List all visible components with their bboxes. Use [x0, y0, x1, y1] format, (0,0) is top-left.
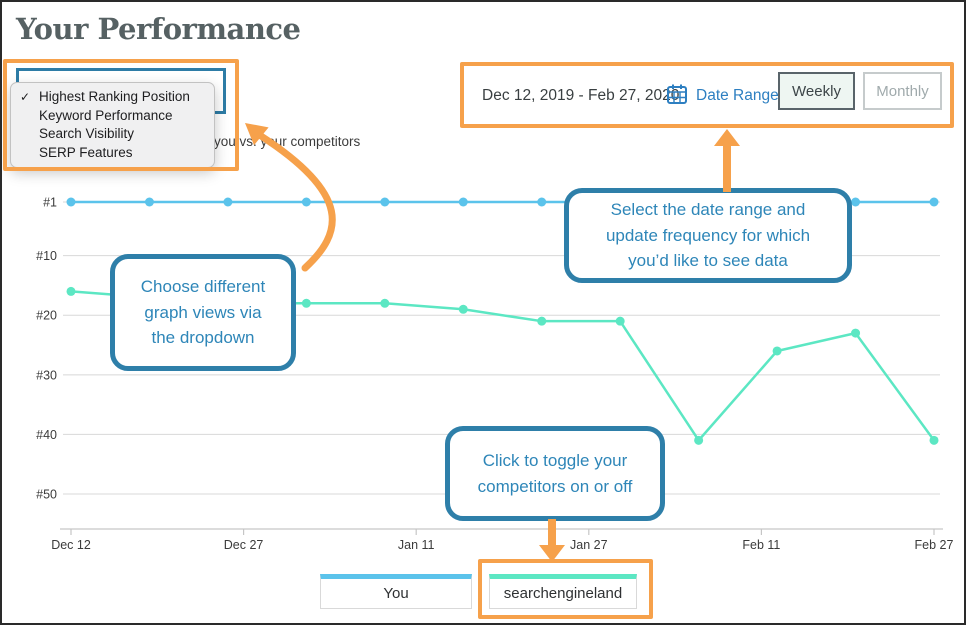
menu-item-keyword-performance[interactable]: Keyword Performance: [11, 107, 214, 126]
data-point: [772, 346, 782, 356]
data-point: [929, 435, 939, 445]
date-range-link[interactable]: Date Range: [696, 87, 779, 104]
svg-text:Jan 27: Jan 27: [570, 538, 608, 552]
menu-item-search-visibility[interactable]: Search Visibility: [11, 125, 214, 144]
date-range-text: Dec 12, 2019 - Feb 27, 2020: [482, 87, 680, 104]
menu-item-label: Keyword Performance: [39, 107, 173, 123]
menu-item-label: Search Visibility: [39, 126, 135, 141]
data-point: [66, 197, 76, 207]
data-point: [223, 197, 233, 207]
data-point: [458, 304, 468, 314]
svg-text:Dec 27: Dec 27: [224, 538, 264, 552]
svg-text:Jan 11: Jan 11: [398, 538, 435, 552]
callout-dropdown-tip: Choose different graph views via the dro…: [110, 254, 296, 371]
data-point: [458, 197, 468, 207]
weekly-button[interactable]: Weekly: [778, 72, 855, 110]
data-point: [301, 197, 311, 207]
chart-subtitle: you vs. your competitors: [214, 134, 361, 149]
data-point: [694, 435, 704, 445]
check-icon: ✓: [20, 90, 31, 104]
data-point: [851, 197, 861, 207]
callout-legend-tip-text: Click to toggle your competitors on or o…: [477, 451, 633, 496]
data-point: [380, 298, 390, 308]
svg-text:#40: #40: [36, 428, 57, 442]
svg-text:Feb 11: Feb 11: [742, 538, 780, 552]
menu-item-highest-ranking-position[interactable]: ✓ Highest Ranking Position: [11, 88, 214, 107]
x-axis: Dec 12 Dec 27 Jan 11 Jan 27 Feb 11 Feb 27: [51, 528, 954, 552]
callout-daterange-tip: Select the date range and update frequen…: [564, 188, 852, 283]
data-point: [380, 197, 390, 207]
callout-dropdown-tip-text: Choose different graph views via the dro…: [140, 277, 266, 348]
data-point: [537, 197, 547, 207]
svg-text:#1: #1: [43, 196, 57, 210]
data-point: [929, 197, 939, 207]
callout-legend-tip: Click to toggle your competitors on or o…: [445, 426, 665, 521]
data-point: [851, 328, 861, 338]
menu-item-serp-features[interactable]: SERP Features: [11, 144, 214, 163]
data-point: [301, 298, 311, 308]
data-point: [615, 316, 625, 326]
svg-text:#30: #30: [36, 368, 57, 382]
calendar-icon[interactable]: [665, 82, 689, 106]
menu-item-label: Highest Ranking Position: [39, 89, 190, 104]
svg-text:#10: #10: [36, 249, 57, 263]
data-point: [66, 286, 76, 296]
svg-text:Feb 27: Feb 27: [915, 538, 954, 552]
svg-text:#20: #20: [36, 309, 57, 323]
menu-item-label: SERP Features: [39, 144, 133, 160]
data-point: [537, 316, 547, 326]
legend-item-searchengineland[interactable]: searchengineland: [489, 574, 637, 609]
page-title: Your Performance: [16, 12, 301, 46]
data-point: [144, 197, 154, 207]
legend-item-you[interactable]: You: [320, 574, 472, 609]
svg-text:Dec 12: Dec 12: [51, 538, 91, 552]
monthly-button[interactable]: Monthly: [863, 72, 942, 110]
callout-daterange-tip-text: Select the date range and update frequen…: [605, 200, 811, 271]
svg-text:#50: #50: [36, 488, 57, 502]
